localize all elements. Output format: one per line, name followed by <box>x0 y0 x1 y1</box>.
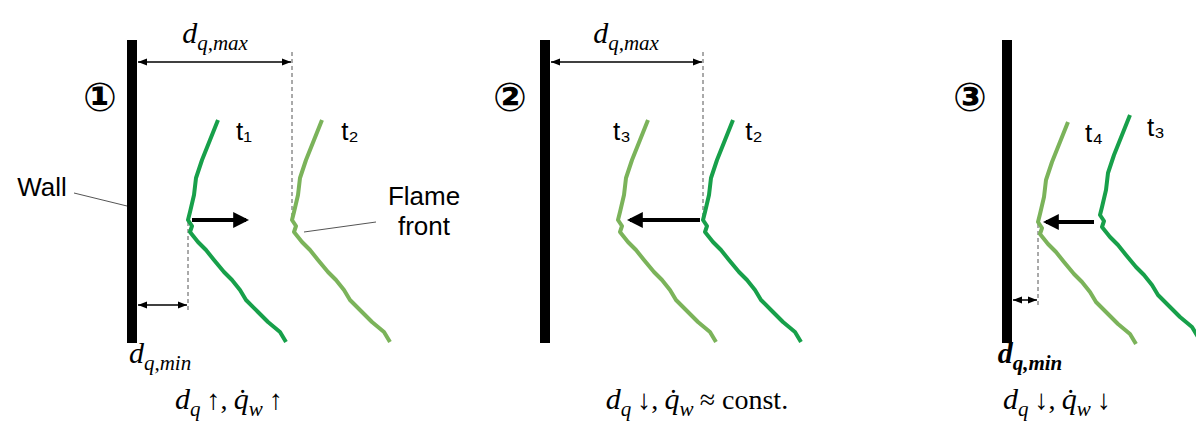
leader-line <box>74 193 127 206</box>
callout-number-text: ③ <box>953 74 987 120</box>
caption-formula-text: ↑ <box>269 384 283 415</box>
flame-front <box>188 120 286 342</box>
dimension-label: dq,min <box>129 336 191 375</box>
time-label-text: t₁ <box>236 116 252 146</box>
caption-formula-text: q <box>1018 398 1029 422</box>
caption-formula: dq↑,q̇w↑ <box>175 382 289 421</box>
wall <box>540 40 550 343</box>
dimension-label-text: d <box>182 16 197 49</box>
callout-number-text: ① <box>83 74 117 120</box>
dimension-label-text: d <box>998 336 1013 369</box>
caption-formula-text: ↓ <box>1097 384 1111 415</box>
leader-line <box>304 222 376 232</box>
dashed-guide <box>292 52 293 218</box>
dimension-label-text: q,min <box>1013 352 1063 376</box>
caption-formula-text: d <box>1003 382 1018 415</box>
dimension-arrow <box>138 61 291 63</box>
caption-formula-text: ↓, <box>1035 384 1056 415</box>
wall <box>1002 40 1012 343</box>
dimension-label: dq,max <box>182 16 248 55</box>
dashed-guide <box>1038 224 1039 308</box>
caption-formula-text: w <box>249 398 263 422</box>
time-label: t₄ <box>1085 119 1103 148</box>
dimension-label-text: q,max <box>197 32 248 56</box>
caption-formula-text: d <box>606 382 621 415</box>
time-label: t₁ <box>236 117 252 146</box>
caption-formula-text: q̇ <box>1062 382 1077 415</box>
dashed-guide <box>188 222 189 312</box>
time-label: t₂ <box>745 117 762 146</box>
dimension-arrow <box>1013 299 1037 301</box>
dimension-label: dq,min <box>998 336 1063 375</box>
dimension-label-text: q,min <box>144 352 191 376</box>
motion-arrow <box>630 218 700 222</box>
time-label-text: t₃ <box>613 116 631 146</box>
callout-number: ③ <box>953 75 987 119</box>
flame-front <box>703 120 801 342</box>
dimension-label-text: q,max <box>608 32 659 56</box>
flame-fronts <box>188 115 1196 344</box>
callout-number: ① <box>83 75 117 119</box>
caption-formula-text: q <box>190 398 201 422</box>
dimension-label-text: d <box>593 16 608 49</box>
time-label-text: t₄ <box>1085 118 1103 148</box>
time-label-text: t₂ <box>745 116 762 146</box>
flame-front <box>292 120 390 342</box>
caption-formula-text: d <box>175 382 190 415</box>
part-label: Wall <box>17 173 67 202</box>
flame-front <box>1038 122 1136 344</box>
caption-formula-text: q <box>621 398 632 422</box>
dashed-guide <box>703 52 704 218</box>
callout-number: ② <box>493 75 527 119</box>
dimension-label: dq,max <box>593 16 659 55</box>
flame-front <box>618 120 716 342</box>
time-label-text: t₂ <box>341 116 358 146</box>
part-label-text: Wall <box>17 172 67 202</box>
part-label: Flame front <box>378 182 470 242</box>
callout-number-text: ② <box>493 74 527 120</box>
motion-arrow <box>1046 220 1094 224</box>
caption-formula-text: w <box>1077 398 1091 422</box>
caption-formula-text: q̇ <box>234 382 249 415</box>
time-label: t₃ <box>613 117 631 146</box>
time-label: t₃ <box>1147 113 1165 142</box>
time-label: t₂ <box>341 117 358 146</box>
caption-formula-text: w <box>680 398 694 422</box>
dimension-arrow <box>551 61 702 63</box>
caption-formula-text: ↑, <box>207 384 228 415</box>
dimension-arrow <box>138 304 187 306</box>
motion-arrow <box>192 218 246 222</box>
dimension-label-text: d <box>129 336 144 369</box>
wall <box>127 40 137 343</box>
caption-formula-text: q̇ <box>665 382 680 415</box>
caption-formula: dq↓,q̇w≈ const. <box>606 382 795 421</box>
caption-formula-text: ↓, <box>637 384 658 415</box>
time-label-text: t₃ <box>1147 112 1165 142</box>
flame-front <box>1100 115 1196 337</box>
caption-formula: dq↓,q̇w↓ <box>1003 382 1117 421</box>
part-label-text: Flame front <box>388 181 460 241</box>
caption-formula-text: ≈ const. <box>700 384 788 415</box>
